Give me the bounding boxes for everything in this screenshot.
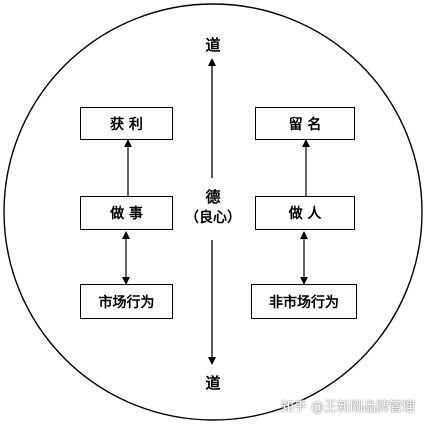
left-middle-box: 做 事 <box>80 196 173 230</box>
axis-top-label: 道 <box>205 36 221 54</box>
axis-center-sublabel: （良心） <box>185 210 241 226</box>
left-bottom-box: 市场行为 <box>80 284 173 319</box>
axis-center-label: 德 <box>205 188 221 206</box>
axis-bottom-label: 道 <box>205 374 221 392</box>
outer-circle <box>3 3 423 421</box>
watermark-text: 知乎 @王新刚品牌管理 <box>280 400 415 415</box>
right-middle-box: 做 人 <box>255 196 355 230</box>
right-bottom-box: 非市场行为 <box>251 284 357 319</box>
right-top-box: 留 名 <box>255 107 355 140</box>
left-top-box: 获 利 <box>80 107 173 140</box>
